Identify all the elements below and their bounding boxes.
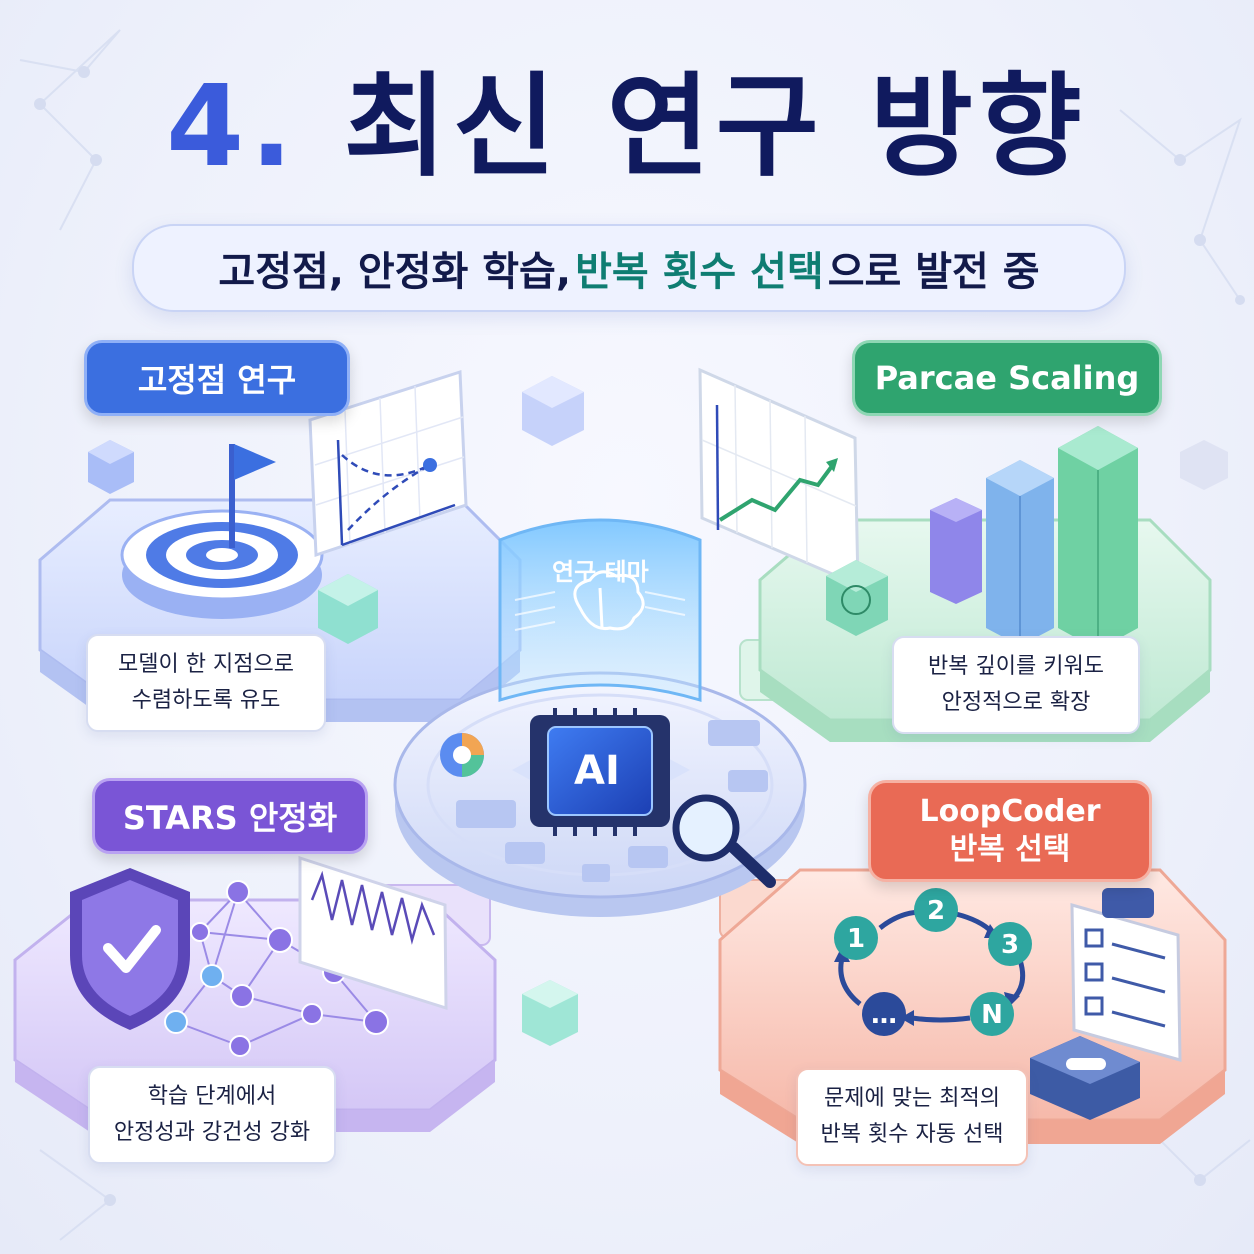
network-graph-icon [164, 880, 389, 1057]
magnifier-icon [672, 794, 776, 888]
tag-loopcoder-line2: 반복 선택 [949, 832, 1071, 867]
research-screen [498, 518, 702, 703]
flag-icon [229, 444, 276, 548]
step-n-node [970, 992, 1014, 1036]
tag-loopcoder: LoopCoder 반복 선택 [868, 780, 1152, 882]
step-2-label: 2 [927, 896, 945, 926]
pie-chart-icon [440, 733, 484, 777]
caption-parcae-line1: 반복 깊이를 키워도 [928, 654, 1104, 679]
bar-chart-icon [930, 426, 1138, 650]
caption-stars: 학습 단계에서 안정성과 강건성 강화 [88, 1066, 336, 1164]
subtitle-part2: 으로 발전 중 [827, 249, 1040, 295]
caption-fixed-point-line1: 모델이 한 지점으로 [118, 652, 294, 677]
tag-loopcoder-line1: LoopCoder [919, 794, 1101, 829]
page-title: 4. 최신 연구 방향 [0, 52, 1254, 202]
step-1-label: 1 [847, 924, 865, 954]
step-more-node [862, 992, 906, 1036]
subtitle-banner: 고정점, 안정화 학습, 반복 횟수 선택 으로 발전 중 [132, 224, 1126, 312]
caption-stars-line1: 학습 단계에서 [147, 1084, 277, 1109]
wave-chart-icon [298, 855, 448, 1011]
caption-parcae: 반복 깊이를 키워도 안정적으로 확장 [892, 636, 1140, 734]
caption-loopcoder-line2: 반복 횟수 자동 선택 [820, 1122, 1004, 1147]
step-n-label: N [981, 1000, 1003, 1030]
title-text: 최신 연구 방향 [343, 62, 1088, 192]
growth-chart-icon [698, 367, 860, 588]
step-more-label: … [871, 1000, 897, 1030]
target-icon [120, 509, 324, 619]
tag-stars: STARS 안정화 [92, 778, 368, 854]
step-2-node [914, 888, 958, 932]
title-number: 4. [166, 62, 299, 192]
brain-cube-icon [826, 560, 888, 636]
convergence-chart-icon [308, 369, 468, 558]
caption-loopcoder-line1: 문제에 맞는 최적의 [824, 1086, 1000, 1111]
caption-fixed-point: 모델이 한 지점으로 수렴하도록 유도 [86, 634, 326, 732]
floating-cube-2 [522, 376, 584, 446]
caption-loopcoder: 문제에 맞는 최적의 반복 횟수 자동 선택 [796, 1068, 1028, 1166]
checklist-icon [1070, 888, 1182, 1062]
screen-label: 연구 테마 [552, 558, 649, 586]
shield-check-icon [70, 868, 190, 1030]
brain-icon [573, 570, 645, 631]
floating-cube-1 [88, 440, 134, 494]
toggle-block-icon [1030, 1036, 1140, 1120]
tag-fixed-point: 고정점 연구 [84, 340, 350, 416]
floating-cube-3 [318, 574, 378, 644]
step-3-node [988, 922, 1032, 966]
subtitle-part1: 고정점, 안정화 학습, [218, 249, 572, 295]
chip-label: AI [574, 748, 620, 794]
cycle-arrows-icon: 1 2 3 N … [834, 888, 1032, 1036]
ai-chip-icon [512, 708, 690, 836]
subtitle-highlight: 반복 횟수 선택 [575, 249, 824, 295]
caption-stars-line2: 안정성과 강건성 강화 [113, 1120, 311, 1145]
step-1-node [834, 916, 878, 960]
caption-fixed-point-line2: 수렴하도록 유도 [131, 688, 281, 713]
floating-cube-5 [1180, 440, 1228, 490]
caption-parcae-line2: 안정적으로 확장 [941, 690, 1091, 715]
tag-parcae: Parcae Scaling [852, 340, 1162, 416]
step-3-label: 3 [1001, 930, 1019, 960]
floating-cube-4 [522, 980, 578, 1046]
